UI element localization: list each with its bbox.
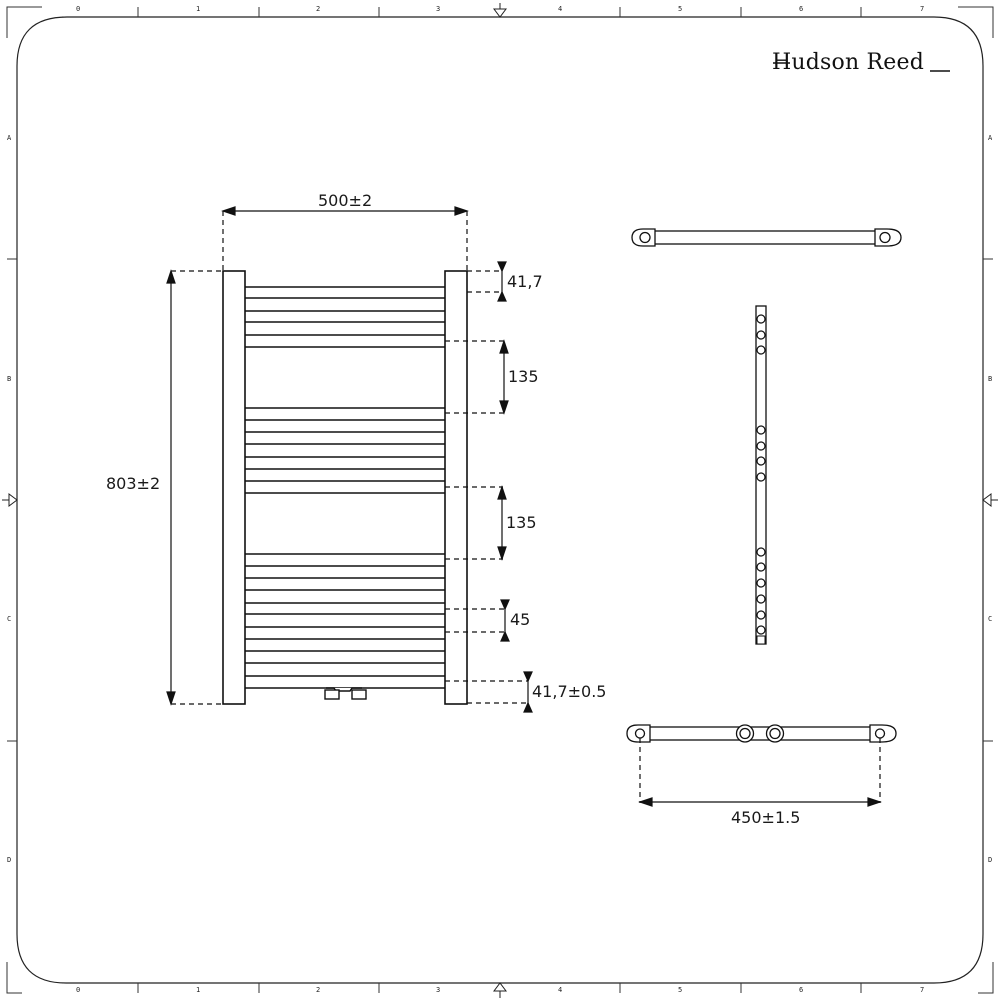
column-label: 4 <box>558 986 563 994</box>
column-label: 6 <box>799 5 804 13</box>
valve-inlet-icons <box>735 724 785 743</box>
row-label: B <box>7 375 12 383</box>
lower-gap-label: 135 <box>506 513 537 532</box>
column-label: 4 <box>558 5 563 13</box>
row-label: D <box>988 856 993 864</box>
bar-group-upper <box>245 286 445 348</box>
drawing-border <box>6 6 994 994</box>
upper-gap-label: 135 <box>508 367 539 386</box>
top-offset-label: 41,7 <box>507 272 543 291</box>
column-label: 5 <box>678 5 683 13</box>
row-label: A <box>988 134 993 142</box>
column-label: 3 <box>436 5 441 13</box>
column-label: 5 <box>678 986 683 994</box>
column-label: 6 <box>799 986 804 994</box>
column-label: 3 <box>436 986 441 994</box>
bottom-view-rail <box>626 724 897 743</box>
column-label: 2 <box>316 986 321 994</box>
row-label: C <box>7 615 12 623</box>
ruler-ticks <box>7 7 993 993</box>
column-label: 1 <box>196 986 201 994</box>
row-label: C <box>988 615 993 623</box>
brand-strokes <box>773 62 950 72</box>
front-view-radiator <box>222 270 468 705</box>
bottom-view-dimension <box>638 738 882 807</box>
row-label: B <box>988 375 993 383</box>
column-label: 0 <box>76 986 81 994</box>
column-label: 0 <box>76 5 81 13</box>
width-dimension-label: 500±2 <box>318 191 373 210</box>
bar-group-middle <box>245 407 445 494</box>
column-label: 7 <box>920 986 925 994</box>
top-view-rail <box>631 228 902 247</box>
column-label: 2 <box>316 5 321 13</box>
front-view-dimensions <box>166 206 533 713</box>
row-label: D <box>7 856 12 864</box>
column-label: 7 <box>920 5 925 13</box>
valve-connectors <box>324 687 367 700</box>
side-view-column <box>755 305 767 645</box>
bottom-offset-label: 41,7±0.5 <box>532 682 607 701</box>
height-dimension-label: 803±2 <box>106 474 161 493</box>
connector-holes <box>756 314 766 635</box>
centres-dimension-label: 450±1.5 <box>731 808 801 827</box>
row-label: A <box>7 134 12 142</box>
brand-logo: Hudson Reed <box>772 50 925 75</box>
bar-pitch-label: 45 <box>510 610 531 629</box>
centre-marker-icons <box>2 3 998 998</box>
bar-group-lower <box>245 553 445 689</box>
column-label: 1 <box>196 5 201 13</box>
